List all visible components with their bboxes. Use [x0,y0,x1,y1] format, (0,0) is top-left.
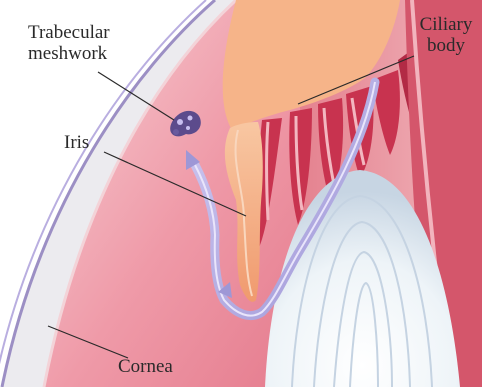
label-ciliary-body: Ciliary body [414,14,478,56]
label-trabecular-meshwork: Trabecular meshwork [28,22,148,64]
label-trabecular-line1: Trabecular [28,22,148,43]
label-trabecular-line2: meshwork [28,43,148,64]
label-ciliary-line2: body [414,35,478,56]
label-cornea: Cornea [118,356,173,377]
label-ciliary-line1: Ciliary [414,14,478,35]
label-iris: Iris [64,132,89,153]
